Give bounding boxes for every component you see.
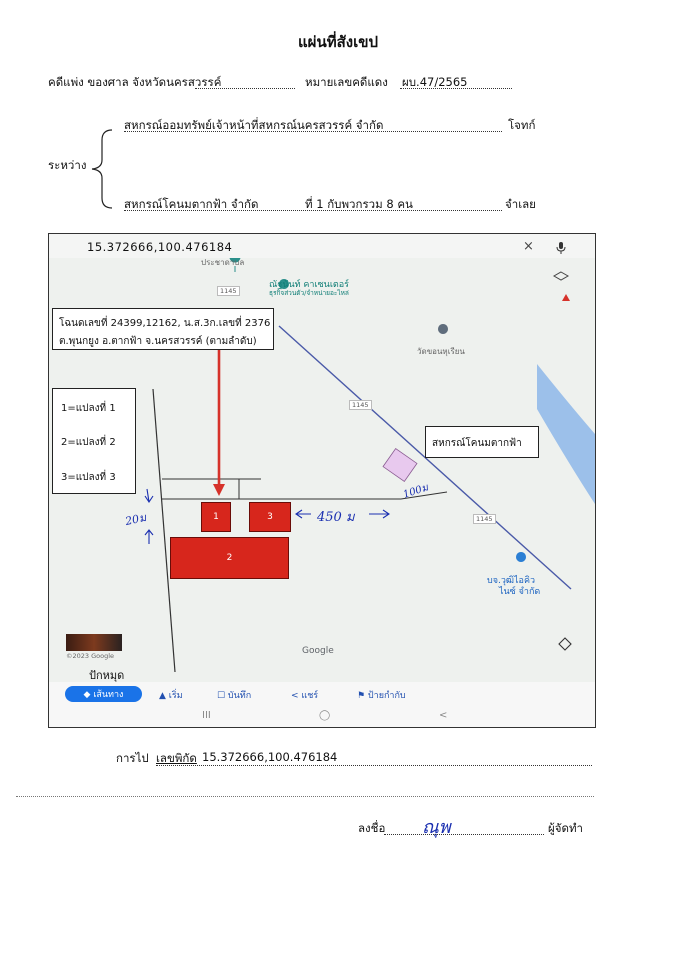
- share-button[interactable]: < แชร์: [291, 691, 319, 701]
- map-search-bar[interactable]: [49, 234, 595, 258]
- directions-button[interactable]: ◆ เส้นทาง: [65, 686, 142, 702]
- coordinate-label: เลขพิกัด: [156, 751, 197, 765]
- place-pracha: ประชาดาบล: [201, 258, 245, 267]
- dotted-line: [124, 131, 502, 132]
- google-logo: Google: [302, 646, 334, 656]
- deed-line-2: ต.พุนกยูง อ.ตากฟ้า จ.นครสวรรค์ (ตามลำดับ…: [59, 336, 257, 347]
- between-label: ระหว่าง: [48, 158, 87, 172]
- defendant-role: จำเลย: [505, 197, 536, 211]
- place-bj[interactable]: บจ.วุฒิไอคิว: [487, 576, 536, 586]
- start-button[interactable]: ▲ เริ่ม: [159, 691, 183, 701]
- left-boundary: [152, 388, 176, 673]
- road-badge-1145: 1145: [217, 286, 240, 296]
- defendant-extra: ที่ 1 กับพวกรวม 8 คน: [305, 197, 413, 211]
- dotted-line: [124, 210, 502, 211]
- plaintiff-name: สหกรณ์ออมทรัพย์เจ้าหน้าที่สหกรณ์นครสวรรค…: [124, 118, 384, 132]
- save-button[interactable]: ☐ บันทึก: [217, 691, 252, 701]
- directions-label: การไป: [116, 751, 149, 765]
- back-button[interactable]: <: [439, 710, 448, 721]
- hand-distance: 450 ม: [317, 510, 355, 525]
- signature-line: [384, 834, 544, 835]
- legend-item: 1=แปลงที่ 1: [61, 403, 116, 414]
- place-wat[interactable]: วัดขอนหุเรียน: [417, 347, 465, 356]
- coop-label: สหกรณ์โคนมตากฟ้า: [432, 438, 522, 449]
- dotted-line: [400, 88, 512, 89]
- home-button[interactable]: ◯: [319, 710, 331, 721]
- section-divider: [16, 796, 594, 797]
- water-area: [537, 364, 595, 504]
- label-button[interactable]: ⚑ ป้ายกำกับ: [357, 691, 406, 701]
- map-thumbnail[interactable]: [66, 634, 122, 651]
- red-arrow-head: [213, 484, 225, 496]
- road-badge-1145: 1145: [349, 400, 372, 410]
- place-chinda-sub: ธุรกิจส่วนตัว/จำหน่ายอะไหล่: [269, 289, 349, 297]
- red-case-label: หมายเลขคดีแดง: [305, 75, 388, 89]
- deed-line-1: โฉนดเลขที่ 24399,12162, น.ส.3ก.เลขที่ 23…: [59, 318, 271, 329]
- brace-icon: [91, 129, 113, 209]
- signature-scribble: ณุพ: [422, 817, 451, 838]
- place-chinda[interactable]: ณัฐนันท์ คาเซนเตอร์: [269, 280, 349, 290]
- map-screenshot[interactable]: 15.372666,100.476184 × ประชาดาบล 1145 ณั…: [48, 233, 596, 728]
- close-icon[interactable]: ×: [523, 239, 534, 254]
- mic-icon[interactable]: [556, 242, 566, 254]
- red-case-number: ผบ.47/2565: [402, 75, 468, 89]
- signature-role: ผู้จัดทำ: [548, 821, 583, 835]
- plot-legend: 1=แปลงที่ 1 2=แปลงที่ 2 3=แปลงที่ 3: [52, 388, 136, 494]
- dimension-line: [400, 491, 448, 500]
- plot-1[interactable]: 1: [201, 502, 231, 532]
- legend-item: 2=แปลงที่ 2: [61, 437, 116, 448]
- defendant-name: สหกรณ์โคนมตากฟ้า จำกัด: [124, 197, 259, 211]
- coop-building: [382, 447, 418, 483]
- case-court: คดีแพ่ง ของศาล จังหวัดนครสวรรค์: [48, 75, 222, 89]
- place-bj-sub: ไนซ์ จำกัด: [499, 587, 541, 597]
- road-badge-1145: 1145: [473, 514, 496, 524]
- coop-label-box: สหกรณ์โคนมตากฟ้า: [425, 426, 539, 458]
- coordinate-value: 15.372666,100.476184: [202, 750, 338, 764]
- dotted-line: [156, 765, 592, 766]
- map-lines: [144, 251, 595, 673]
- map-attribution: ©2023 Google: [66, 652, 115, 660]
- dropped-pin-title: ปักหมุด: [89, 669, 125, 682]
- recent-apps-button[interactable]: III: [202, 710, 211, 721]
- plot-3[interactable]: 3: [249, 502, 291, 532]
- signature-label: ลงชื่อ: [358, 821, 386, 835]
- legend-item: 3=แปลงที่ 3: [61, 472, 116, 483]
- document-title: แผ่นที่สังเขป: [298, 33, 378, 51]
- plaintiff-role: โจทก์: [508, 118, 536, 132]
- map-bottom-bar: ◆ เส้นทาง ▲ เริ่ม ☐ บันทึก < แชร์ ⚑ ป้าย…: [49, 682, 595, 727]
- deed-info-box: โฉนดเลขที่ 24399,12162, น.ส.3ก.เลขที่ 23…: [52, 308, 274, 350]
- plot-2[interactable]: 2: [170, 537, 289, 579]
- map-coordinates: 15.372666,100.476184: [87, 240, 233, 254]
- dotted-line: [195, 88, 295, 89]
